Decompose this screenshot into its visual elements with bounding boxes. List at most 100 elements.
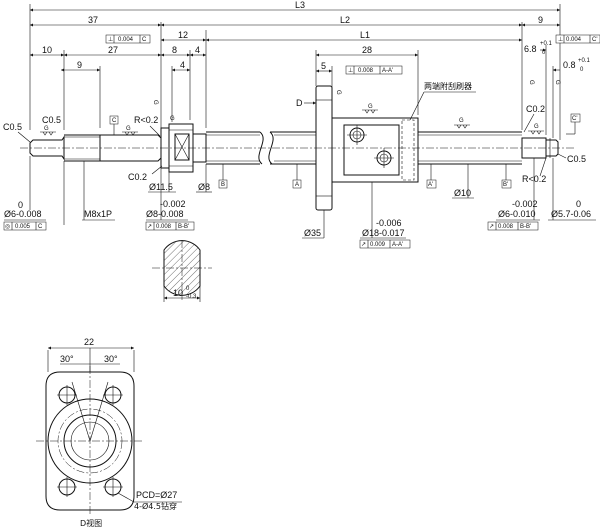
datum-a: A xyxy=(295,182,299,188)
r02-left: R<0.2 xyxy=(134,115,158,125)
dim-5: 5 xyxy=(321,61,326,71)
phi6r: Ø6-0.010 xyxy=(498,209,536,219)
c05-right: C0.5 xyxy=(567,154,586,164)
dim-37: 37 xyxy=(88,15,98,25)
svg-text:0.008: 0.008 xyxy=(156,224,172,230)
svg-text:↗: ↗ xyxy=(147,224,152,230)
svg-text:0.004: 0.004 xyxy=(566,37,582,43)
dim-0-8-tol: +0.1 xyxy=(578,58,591,64)
angle-30-right: 30° xyxy=(104,354,118,364)
top-dimensions: L3 37 L2 9 12 L1 10 27 8 4 9 4 xyxy=(29,0,591,140)
svg-text:G: G xyxy=(528,80,534,85)
phi8-tol: -0.002 xyxy=(160,199,186,209)
d10-val: 10 xyxy=(173,288,183,298)
dim-27: 27 xyxy=(108,45,118,55)
dim-4b: 4 xyxy=(180,60,185,70)
left-annotations: C0.5 C0.5 G R<0.2 G G G C 0 Ø6-0.008 M8x… xyxy=(3,100,302,231)
svg-text:G: G xyxy=(534,124,539,130)
svg-text:G: G xyxy=(554,80,560,85)
svg-text:↗: ↗ xyxy=(489,224,494,230)
shaft-body xyxy=(20,85,575,211)
phi18-tol: -0.006 xyxy=(376,218,402,228)
note-wipers: 两端附刮刷器 xyxy=(424,81,472,91)
dim-6-8-tol0: 0 xyxy=(542,50,546,56)
svg-text:G: G xyxy=(126,126,131,132)
svg-text:G: G xyxy=(459,118,464,124)
dim-L2: L2 xyxy=(340,15,350,25)
m8: M8x1P xyxy=(84,209,112,219)
svg-text:⊥: ⊥ xyxy=(108,36,113,43)
holes-note: 4-Ø4.5钻穿 xyxy=(134,501,177,511)
right-annotations: C0.2 G G G G C' C0.5 R<0.2 -0.002 Ø6-0.0… xyxy=(454,80,596,231)
dim-22: 22 xyxy=(84,337,94,347)
datum-b2: B' xyxy=(503,182,508,188)
dim-0-8: 0.8 xyxy=(563,60,576,70)
d10-tol: -0.3 xyxy=(186,294,197,300)
dim-10: 10 xyxy=(42,45,52,55)
svg-text:B-B': B-B' xyxy=(520,224,531,230)
dim-L1: L1 xyxy=(360,30,370,40)
phi6: Ø6-0.008 xyxy=(4,209,42,219)
d-view: 22 30° 30° PCD=Ø27 4-Ø4.5钻穿 D视图 xyxy=(36,337,182,528)
svg-text:G: G xyxy=(368,104,373,110)
fcf-top-right: ⊥ 0.004 C' xyxy=(555,34,600,44)
phi8b: Ø8 xyxy=(198,182,210,192)
svg-text:G: G xyxy=(152,100,158,105)
phi57-tol: 0 xyxy=(576,199,581,209)
svg-text:G: G xyxy=(335,90,341,95)
svg-text:C: C xyxy=(38,224,43,230)
fcf-top-left: ⊥ 0.004 C xyxy=(105,34,151,44)
svg-text:A-A': A-A' xyxy=(382,68,393,74)
d-view-caption: D视图 xyxy=(80,518,102,528)
svg-text:C: C xyxy=(142,37,147,43)
phi8: Ø8-0.008 xyxy=(146,209,184,219)
dim-6-8-tol: +0.1 xyxy=(540,41,553,47)
dim-0-8-tol0: 0 xyxy=(580,67,584,73)
c02-right: C0.2 xyxy=(526,104,545,114)
datum-c: C xyxy=(112,118,117,124)
c02-left: C0.2 xyxy=(128,172,147,182)
svg-text:A-A': A-A' xyxy=(392,242,403,248)
svg-text:◎: ◎ xyxy=(5,224,10,230)
phi57: Ø5.7-0.06 xyxy=(551,209,591,219)
dim-9b: 9 xyxy=(77,60,82,70)
phi6-tol: 0 xyxy=(18,200,23,210)
dim-4a: 4 xyxy=(195,45,200,55)
d10-tol0: 0 xyxy=(186,286,190,292)
phi18: Ø18-0.017 xyxy=(362,228,405,238)
pcd: PCD=Ø27 xyxy=(136,490,177,500)
svg-text:0.008: 0.008 xyxy=(498,224,514,230)
section-view: 10 0 -0.3 xyxy=(152,240,212,302)
svg-text:0.004: 0.004 xyxy=(118,37,134,43)
svg-text:C': C' xyxy=(592,37,597,43)
phi35: Ø35 xyxy=(304,228,321,238)
svg-text:B-B': B-B' xyxy=(178,224,189,230)
datum-b: B xyxy=(221,182,225,188)
svg-text:⊥: ⊥ xyxy=(348,67,353,74)
label-D: D xyxy=(296,98,303,108)
c05-left: C0.5 xyxy=(3,122,22,132)
dim-L3: L3 xyxy=(295,0,305,10)
svg-text:0.005: 0.005 xyxy=(15,224,31,230)
nut-annotations: D G G 两端附刮刷器 Ø35 -0.006 Ø18-0.017 ↗ 0.00… xyxy=(296,81,512,249)
dim-8: 8 xyxy=(172,45,177,55)
phi6r-tol: -0.002 xyxy=(512,199,538,209)
datum-c2: C' xyxy=(572,116,577,122)
dim-28: 28 xyxy=(362,45,372,55)
c05-left2: C0.5 xyxy=(42,115,61,125)
angle-30-left: 30° xyxy=(60,354,74,364)
svg-text:⊥: ⊥ xyxy=(558,36,563,43)
svg-text:0.009: 0.009 xyxy=(370,242,386,248)
svg-text:0.008: 0.008 xyxy=(358,68,374,74)
svg-text:G: G xyxy=(170,116,175,122)
dim-9: 9 xyxy=(538,15,543,25)
svg-text:↗: ↗ xyxy=(361,242,366,248)
dim-6-8: 6.8 xyxy=(524,44,537,54)
phi10: Ø10 xyxy=(454,188,471,198)
svg-text:G: G xyxy=(44,126,49,132)
dim-12: 12 xyxy=(178,30,188,40)
fcf-top-mid: ⊥ 0.008 A-A' xyxy=(345,65,403,75)
datum-a2: A' xyxy=(428,182,433,188)
